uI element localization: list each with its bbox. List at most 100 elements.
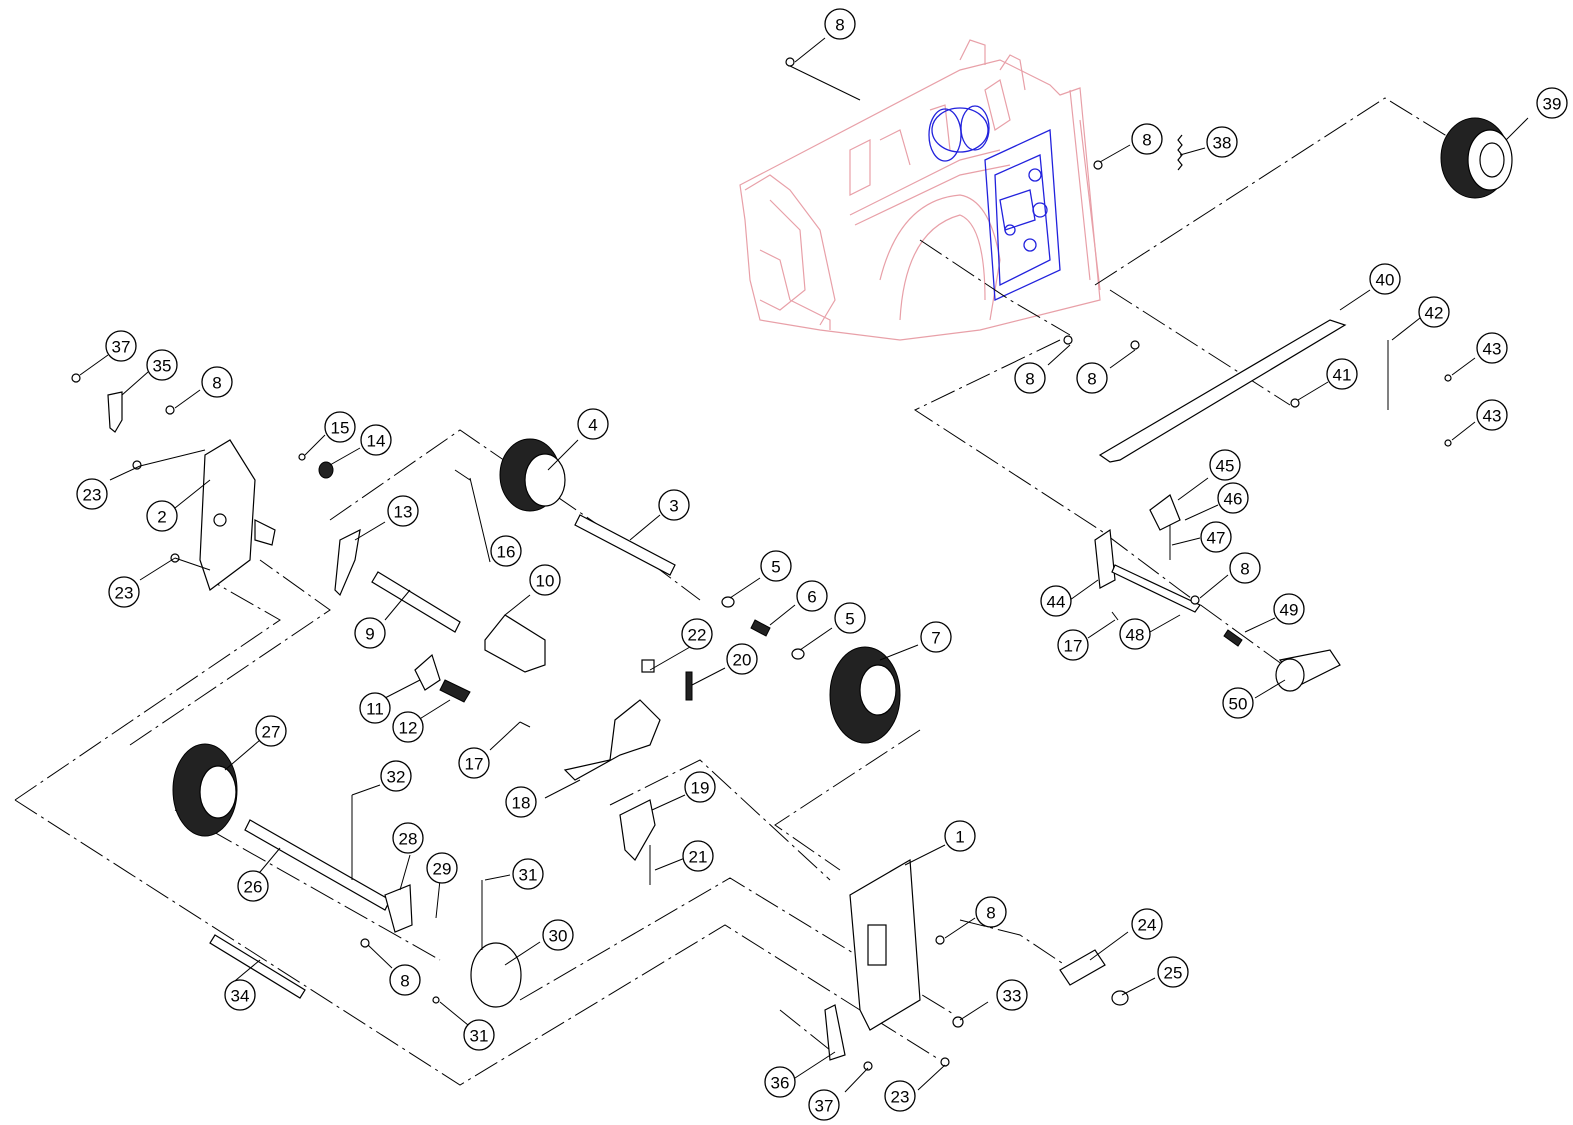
- callout-circle: [380, 760, 412, 792]
- part-36-clip: [824, 1004, 846, 1061]
- callout-c23a: 23: [76, 478, 108, 510]
- part-28-bracket: [384, 884, 413, 933]
- callout-label: 20: [733, 651, 752, 670]
- callout-circle: [1326, 358, 1358, 390]
- callout-circle: [658, 489, 690, 521]
- callout-c48: 48: [1119, 618, 1151, 650]
- callout-circle: [681, 618, 713, 650]
- callout-c38: 38: [1206, 126, 1238, 158]
- callout-circle: [255, 715, 287, 747]
- callout-circle: [505, 786, 537, 818]
- callout-c36: 36: [764, 1066, 796, 1098]
- callout-circle: [1119, 618, 1151, 650]
- callout-circle: [577, 408, 609, 440]
- callout-circle: [1200, 521, 1232, 553]
- callout-c14: 14: [360, 424, 392, 456]
- part-8-screw-g: [935, 935, 945, 945]
- part-15-screw: [298, 453, 306, 461]
- callout-label: 21: [689, 848, 708, 867]
- callout-circle: [1536, 87, 1568, 119]
- callout-c37a: 37: [105, 330, 137, 362]
- part-13-arm: [334, 528, 361, 597]
- callout-label: 2: [157, 508, 166, 527]
- part-38-spring: [1177, 134, 1183, 171]
- part-30-disk: [470, 942, 522, 1008]
- callout-label: 14: [367, 432, 386, 451]
- callout-c23c: 23: [884, 1080, 916, 1112]
- callout-label: 18: [512, 794, 531, 813]
- callout-circle: [884, 1080, 916, 1112]
- part-22-nut: [641, 659, 655, 673]
- part-43-pin-a: [1444, 374, 1452, 382]
- part-34-shaft: [209, 934, 306, 999]
- callout-label: 17: [1064, 637, 1083, 656]
- callout-circle: [542, 919, 574, 951]
- callout-c43a: 43: [1476, 332, 1508, 364]
- callout-c4: 4: [577, 408, 609, 440]
- callout-label: 40: [1376, 271, 1395, 290]
- callout-label: 47: [1207, 529, 1226, 548]
- callout-label: 37: [112, 338, 131, 357]
- callout-circle: [354, 617, 386, 649]
- part-8-screw-a: [785, 57, 795, 67]
- leader-lines: [79, 37, 1529, 1093]
- callout-c8h: 8: [389, 964, 421, 996]
- part-18-lever: [563, 699, 661, 781]
- callout-c11: 11: [359, 692, 391, 724]
- callout-c50: 50: [1222, 687, 1254, 719]
- part-37-screw-a: [71, 373, 81, 383]
- callout-circle: [387, 495, 419, 527]
- callout-circle: [1418, 296, 1450, 328]
- callout-c43b: 43: [1476, 399, 1508, 431]
- callout-label: 19: [691, 779, 710, 798]
- callout-label: 11: [366, 700, 384, 719]
- callout-circle: [146, 349, 178, 381]
- part-31-pin-b: [432, 996, 440, 1004]
- callout-label: 5: [771, 558, 780, 577]
- callout-label: 48: [1126, 626, 1145, 645]
- callout-c8f: 8: [1229, 552, 1261, 584]
- callout-circle: [1131, 123, 1163, 155]
- callout-c1: 1: [944, 820, 976, 852]
- callout-circle: [975, 896, 1007, 928]
- callout-c8d: 8: [1076, 362, 1108, 394]
- callout-c37b: 37: [808, 1089, 840, 1121]
- callout-c32: 32: [380, 760, 412, 792]
- part-45-lever: [1149, 494, 1181, 531]
- part-44-bracket: [1094, 528, 1116, 589]
- part-37-screw-b: [863, 1061, 873, 1071]
- callout-circle: [201, 366, 233, 398]
- parts: [71, 57, 1513, 1071]
- callout-c44: 44: [1040, 585, 1072, 617]
- callout-label: 38: [1213, 134, 1232, 153]
- chain-lines: [14, 97, 1451, 1086]
- callout-c25: 25: [1157, 956, 1189, 988]
- callout-c41: 41: [1326, 358, 1358, 390]
- callout-label: 6: [807, 588, 816, 607]
- callout-c18: 18: [505, 786, 537, 818]
- part-8-screw-h: [360, 938, 370, 948]
- callout-label: 8: [986, 904, 995, 923]
- callout-circle: [512, 858, 544, 890]
- callout-label: 45: [1216, 457, 1235, 476]
- callout-label: 22: [688, 626, 707, 645]
- callout-circle: [76, 478, 108, 510]
- callout-label: 12: [399, 719, 418, 738]
- callout-c17a: 17: [458, 747, 490, 779]
- part-11-cam: [414, 653, 441, 691]
- callout-label: 28: [399, 830, 418, 849]
- part-43-pin-b: [1444, 439, 1452, 447]
- callout-circle: [796, 580, 828, 612]
- callout-label: 34: [231, 987, 250, 1006]
- callout-label: 36: [771, 1074, 790, 1093]
- part-24-link: [1059, 949, 1106, 986]
- part-17-ring-b: [1111, 611, 1119, 621]
- callout-label: 41: [1333, 366, 1352, 385]
- callout-c46: 46: [1217, 482, 1249, 514]
- callout-label: 24: [1138, 916, 1157, 935]
- callout-c31a: 31: [512, 858, 544, 890]
- callout-c24: 24: [1131, 908, 1163, 940]
- part-20-spring: [685, 671, 693, 701]
- callout-circle: [237, 870, 269, 902]
